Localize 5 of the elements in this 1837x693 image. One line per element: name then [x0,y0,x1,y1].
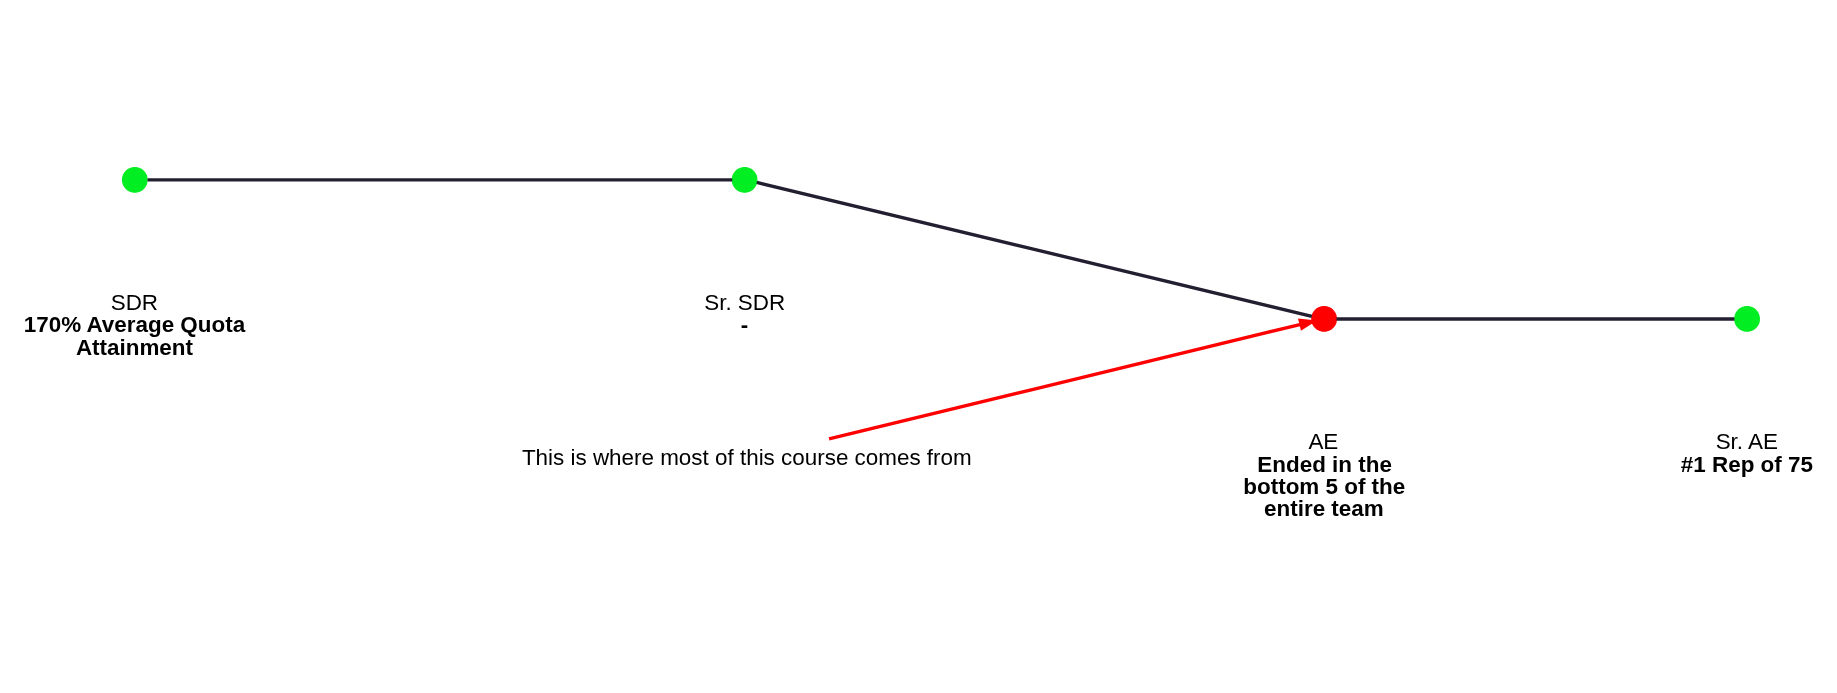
node-label: Sr. AE [1715,428,1778,454]
node-label: Ended in the bottom 5 of the entire team [1243,451,1406,521]
node-text: This is where most of this course comes from [521,444,972,470]
node-label: #1 Rep of 75 [1680,451,1813,477]
node-label: AE [1308,428,1339,454]
